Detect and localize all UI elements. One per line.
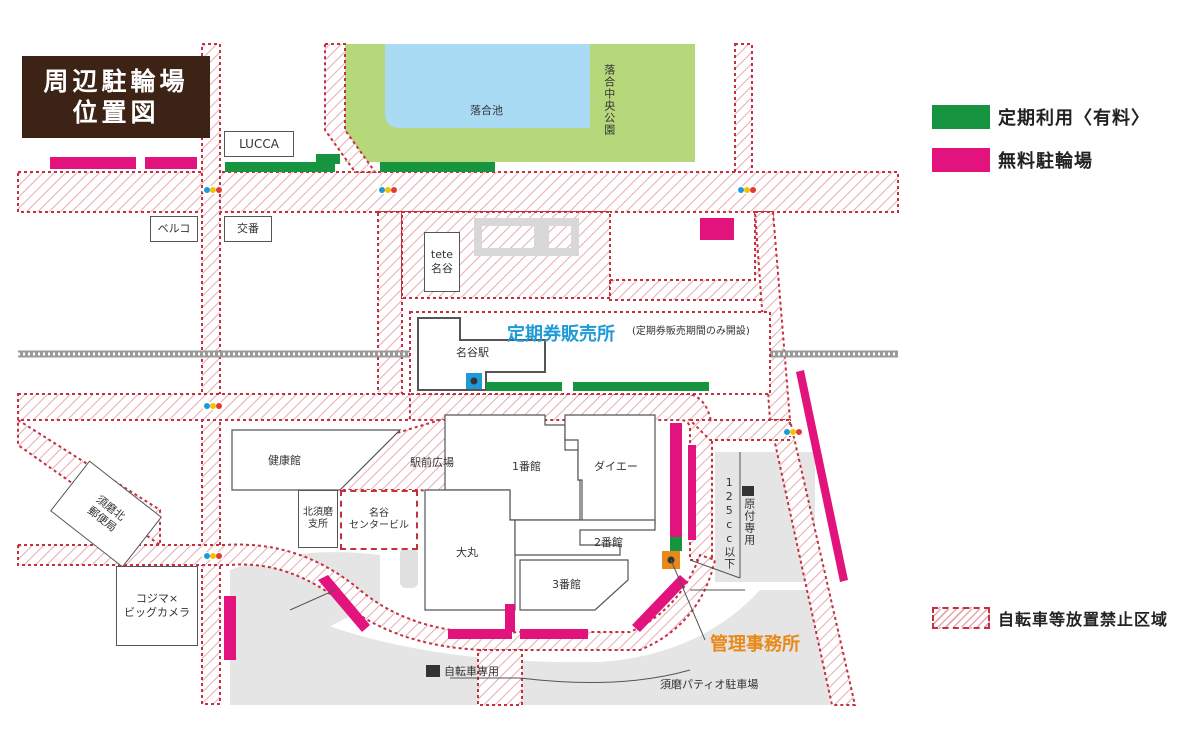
label-koban: 交番 — [224, 216, 272, 242]
label-beruko: ベルコ — [150, 216, 198, 242]
label-park: 落合中央公園 — [602, 64, 616, 136]
map-title: 周辺駐輪場 位置図 — [22, 56, 210, 138]
legend-label-paid: 定期利用〈有料〉 — [998, 108, 1150, 129]
nibankan-building — [514, 519, 656, 556]
label-station: 名谷駅 — [456, 346, 489, 359]
label-ekimae: 駅前広場 — [410, 456, 454, 469]
label-kitasuma: 北須磨 支所 — [298, 490, 338, 548]
label-management-office: 管理事務所 — [710, 634, 800, 655]
station-building — [417, 317, 546, 391]
legend-label-no-parking: 自転車等放置禁止区域 — [998, 610, 1169, 629]
west-road — [201, 43, 221, 705]
title-line-1: 周辺駐輪場 — [43, 66, 189, 96]
label-kenkokan: 健康館 — [268, 454, 301, 467]
park-west-path — [324, 43, 377, 173]
legend-swatch-green — [932, 105, 990, 129]
bicycle-icon — [426, 665, 440, 677]
east-connector — [609, 211, 774, 301]
label-tete: tete 名谷 — [424, 232, 460, 292]
title-line-2: 位置図 — [72, 98, 160, 127]
label-kojima: コジマ× ビッグカメラ — [116, 566, 198, 646]
free-parking — [50, 157, 848, 660]
legend-no-parking: 自転車等放置禁止区域 — [932, 606, 1168, 630]
label-sanbankan: 3番館 — [552, 578, 581, 591]
label-teiki-note: (定期券販売期間のみ開設) — [632, 326, 750, 337]
label-ichibankan: 1番館 — [512, 460, 541, 473]
label-daiei: ダイエー — [594, 460, 638, 473]
daiei-building — [564, 414, 656, 526]
station-west-road — [377, 211, 403, 395]
tete-ring — [474, 218, 542, 256]
legend-swatch-magenta — [932, 148, 990, 172]
east-junction — [687, 419, 791, 441]
label-myodani-center: 名谷 センタービル — [340, 490, 418, 550]
traffic-lights — [202, 186, 804, 560]
legend-free: 無料駐輪場 — [932, 147, 1093, 173]
label-moped-only: 原付専用 — [742, 498, 756, 546]
east-road-north — [753, 211, 792, 421]
label-daimaru: 大丸 — [456, 546, 478, 559]
label-patio-parking: 須磨パティオ駐車場 — [660, 678, 759, 691]
legend-swatch-hatch — [932, 607, 990, 629]
label-moped-125cc: 125cc以下 — [722, 476, 736, 570]
label-lucca: LUCCA — [224, 131, 294, 157]
legend-label-free: 無料駐輪場 — [998, 151, 1093, 172]
small-structure — [400, 548, 418, 588]
management-office-leader — [670, 559, 706, 641]
moped-icon — [742, 486, 754, 496]
ochiai-pond — [385, 44, 590, 128]
legend-paid: 定期利用〈有料〉 — [932, 104, 1150, 130]
label-teiki-office: 定期券販売所 — [507, 324, 615, 345]
label-bike-only: 自転車専用 — [444, 665, 499, 678]
paid-parking — [225, 154, 709, 551]
north-road — [17, 171, 899, 213]
north-east-path — [734, 43, 753, 173]
label-nibankan: 2番館 — [594, 536, 623, 549]
sanbankan-building — [519, 559, 629, 611]
label-pond: 落合池 — [470, 104, 503, 117]
